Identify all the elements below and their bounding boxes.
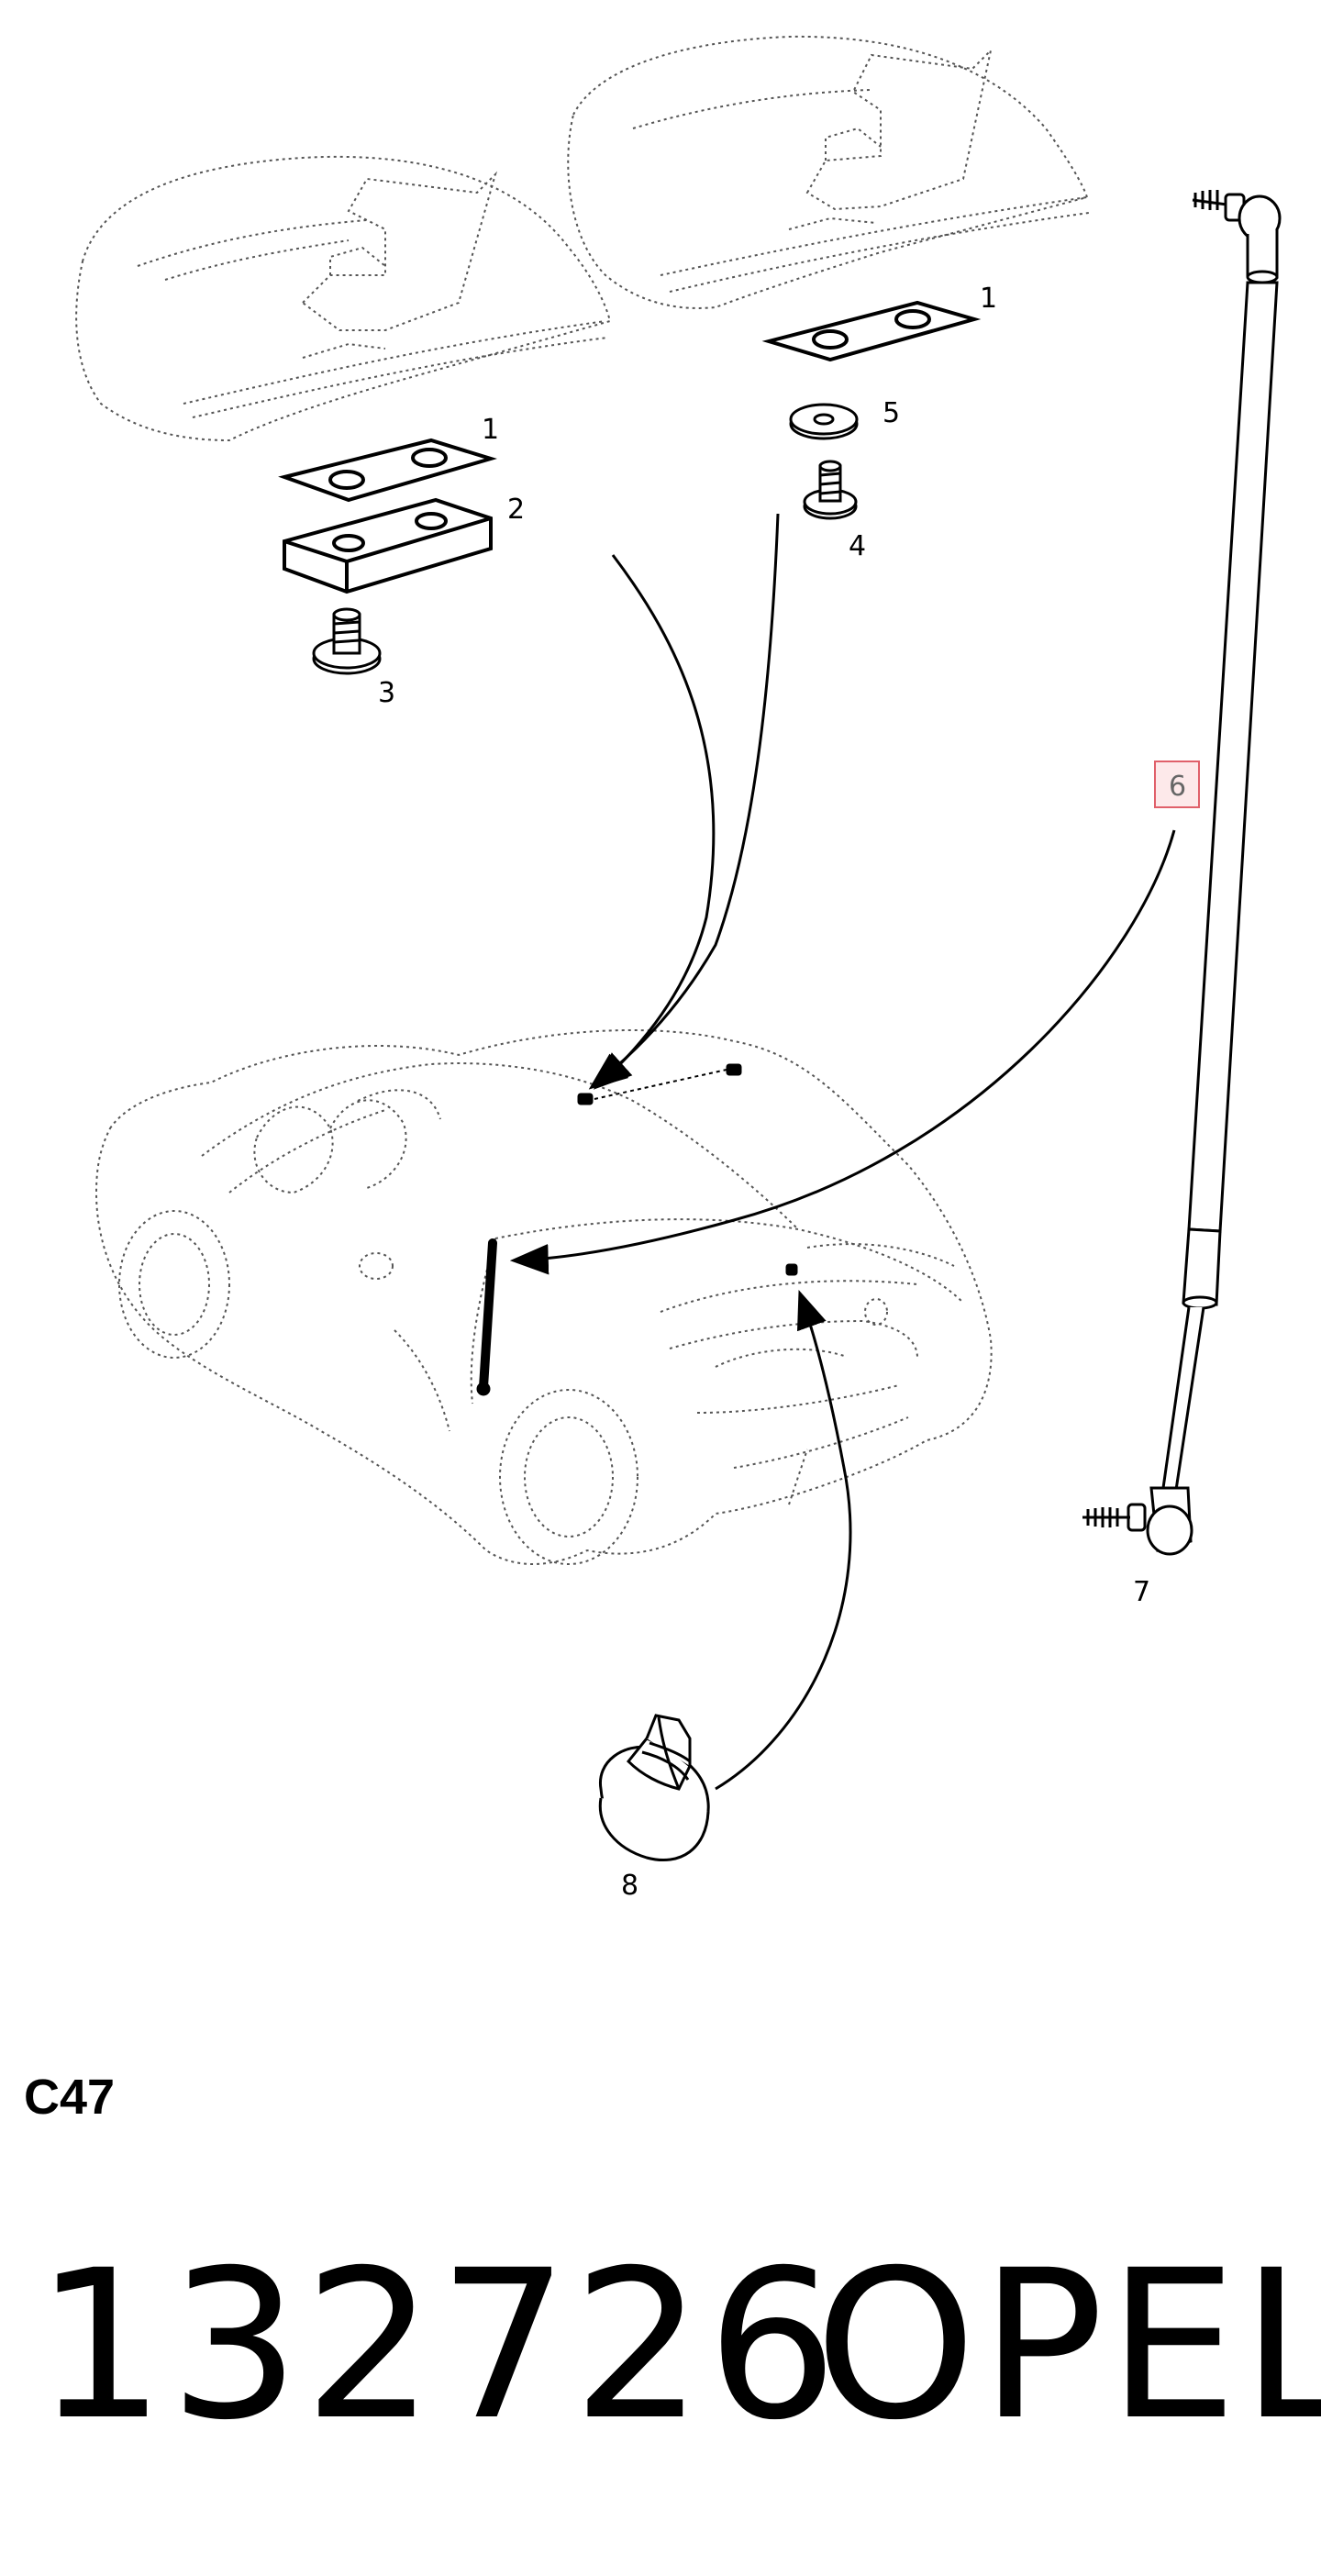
- washer: [789, 403, 859, 440]
- screw-right: [803, 460, 858, 520]
- leader-arrows: [509, 513, 1176, 1791]
- section-code: C47: [24, 2070, 116, 2125]
- spacer-block: [283, 497, 493, 594]
- callout-3: 3: [378, 677, 395, 709]
- gasket-left: [278, 438, 497, 503]
- callout-8: 8: [621, 1870, 638, 1902]
- car-drawing: [94, 1029, 993, 1565]
- callout-6: 6: [1169, 771, 1186, 803]
- car-strut: [476, 1238, 497, 1396]
- callout-1-left: 1: [482, 414, 499, 446]
- parts-diagram: 1 2 3 1 5 4 6 7 8: [75, 35, 1282, 1902]
- gasket-right: [761, 300, 982, 362]
- callout-1-right: 1: [980, 283, 997, 315]
- callout-4: 4: [849, 530, 866, 562]
- part-number: 132726: [35, 2226, 842, 2465]
- callout-5: 5: [883, 397, 900, 429]
- callout-6-highlight: [1154, 761, 1200, 808]
- spoiler-left-drawing: [75, 155, 612, 442]
- callout-7: 7: [1133, 1576, 1150, 1608]
- gas-strut: [1082, 190, 1282, 1556]
- clip-fastener: [598, 1714, 710, 1862]
- screw-left: [312, 607, 382, 675]
- hinge-markers: [577, 1063, 798, 1276]
- callout-2: 2: [507, 494, 525, 526]
- brand-name: OPEL: [815, 2226, 1321, 2465]
- spoiler-right-drawing: [567, 35, 1090, 309]
